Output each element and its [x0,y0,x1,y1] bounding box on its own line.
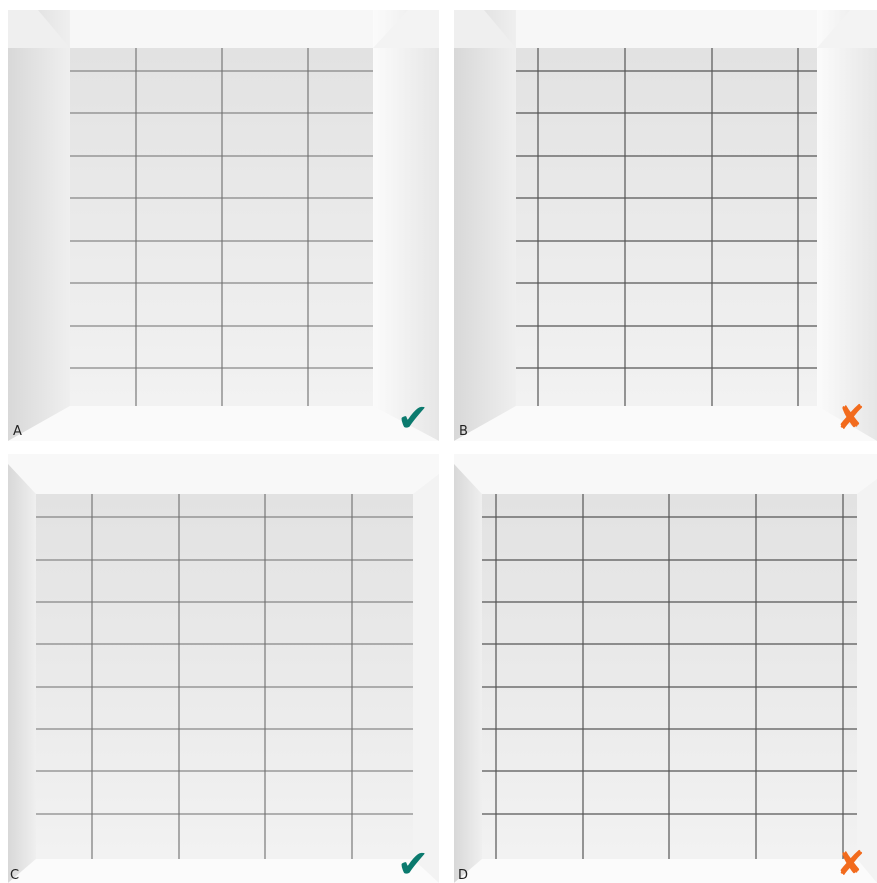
tile-wall-render-c [8,454,439,883]
tile-layout-panel-a: A ✔ [8,10,439,441]
check-mark-icon: ✔ [397,399,429,437]
check-mark-icon: ✔ [397,845,429,883]
tile-layout-panel-c: C ✔ [8,454,439,883]
tile-layout-panel-b: B ✘ [454,10,877,441]
cross-mark-icon: ✘ [837,847,866,881]
panel-label-a: A [13,424,22,439]
tile-wall-render-d [454,454,877,883]
tile-wall-render-b [454,10,877,441]
cross-mark-icon: ✘ [837,401,866,435]
panel-label-d: D [458,868,468,883]
tile-layout-panel-d: D ✘ [454,454,877,883]
panel-label-c: C [10,868,19,883]
tile-wall-render-a [8,10,439,441]
panel-label-b: B [459,424,468,439]
